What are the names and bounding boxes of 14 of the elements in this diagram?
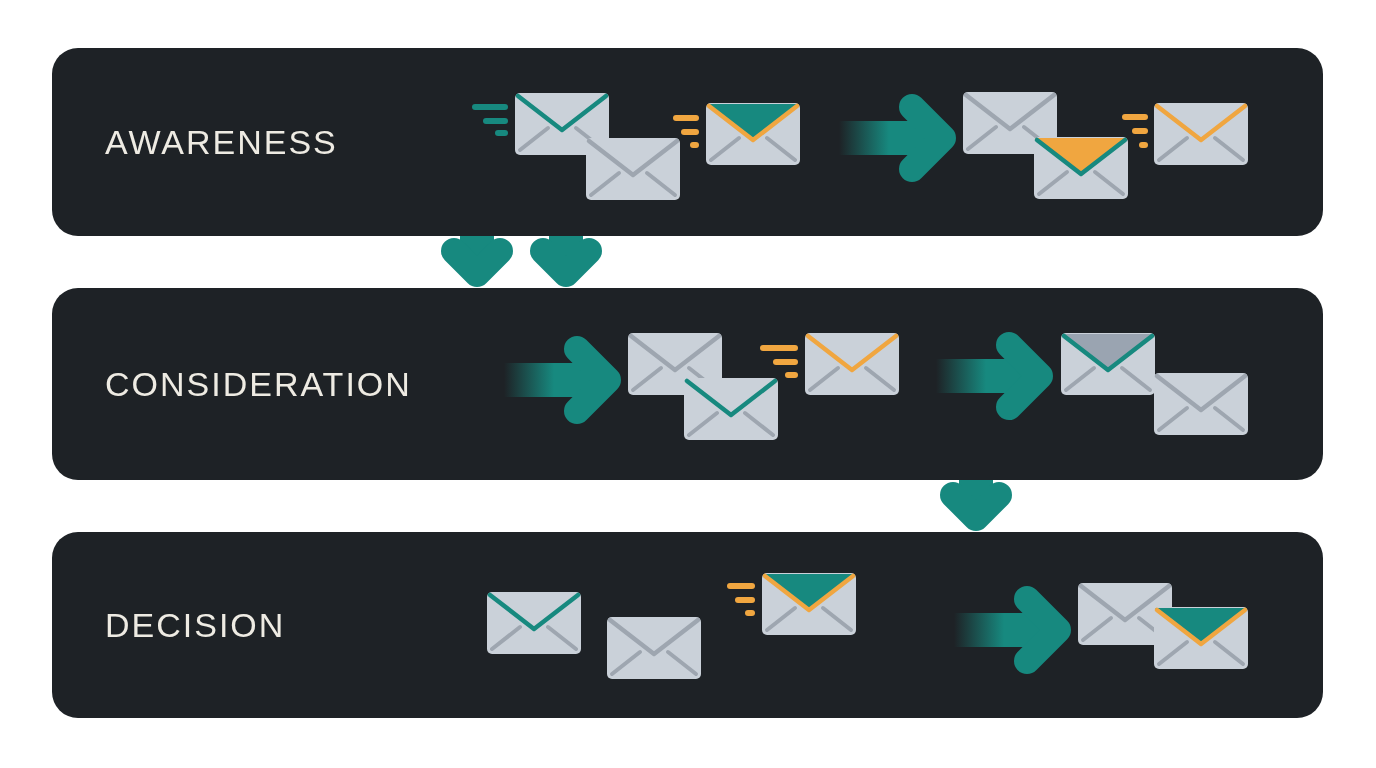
stage-band [52, 532, 1323, 718]
stage-band [52, 48, 1323, 236]
stage-label: CONSIDERATION [105, 367, 412, 401]
envelope-group [628, 333, 899, 440]
stage-band [52, 288, 1323, 480]
envelope-group [1060, 333, 1249, 435]
arrow [441, 236, 513, 288]
envelope-group [1078, 583, 1249, 669]
stage-label: AWARENESS [105, 125, 338, 159]
envelope-group [486, 573, 857, 679]
envelope-group [963, 92, 1249, 200]
stage-label: DECISION [105, 608, 286, 642]
arrow [530, 236, 602, 288]
arrow [940, 480, 1012, 532]
